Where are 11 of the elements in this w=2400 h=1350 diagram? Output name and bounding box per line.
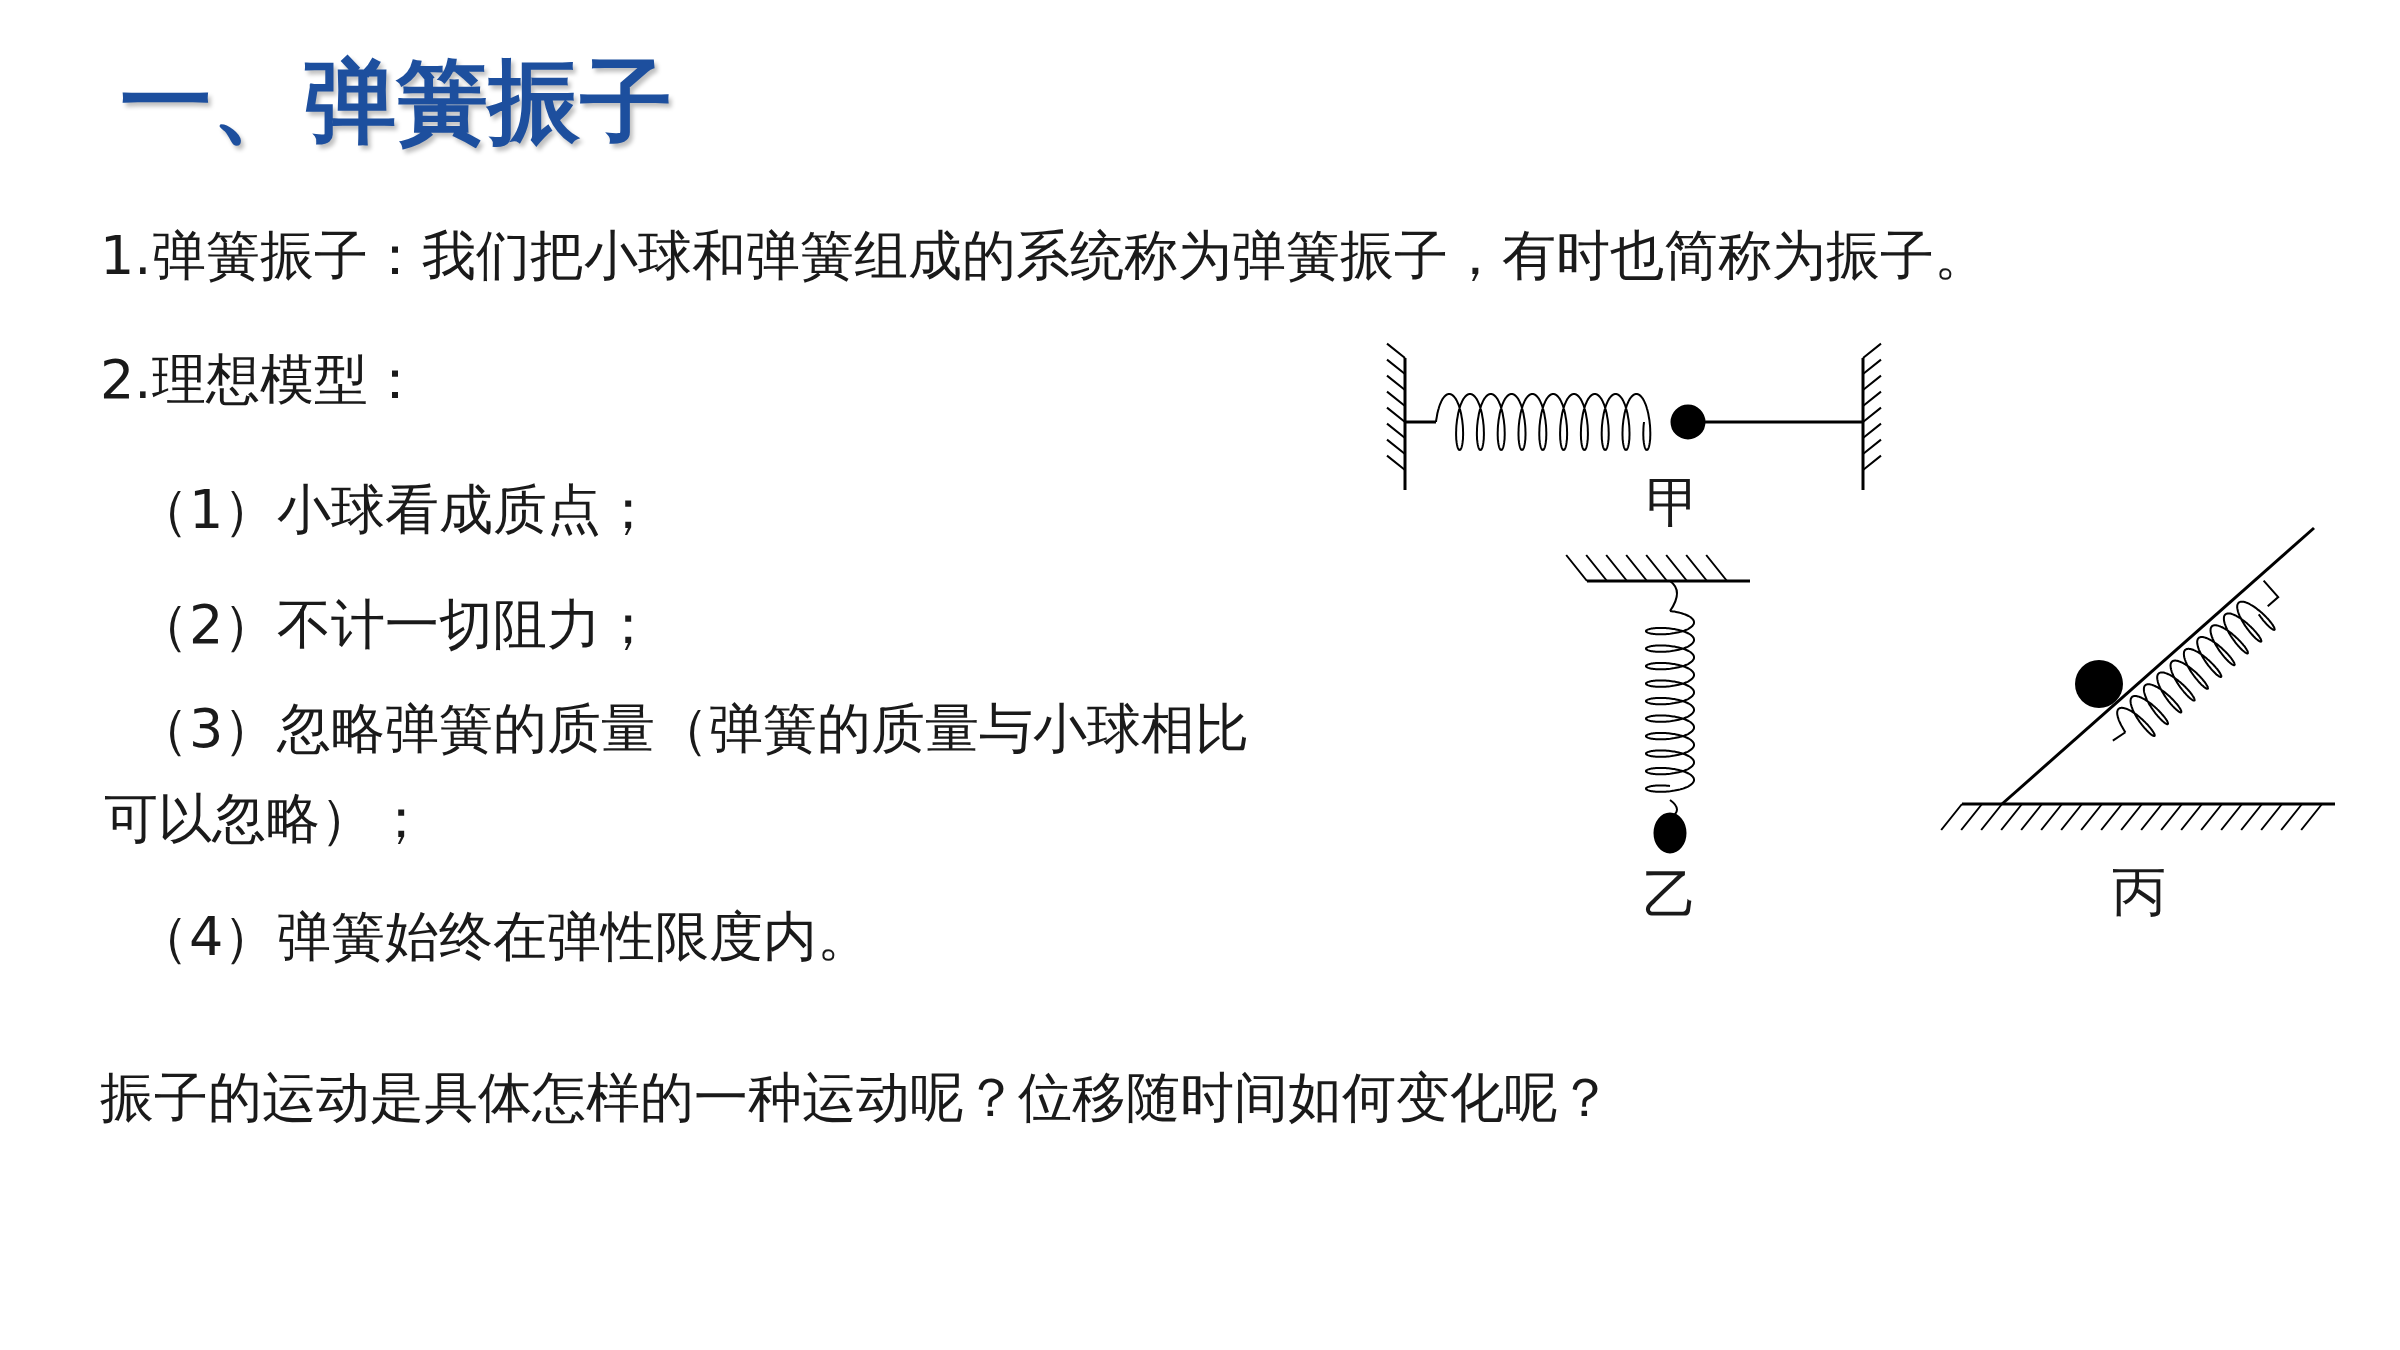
list-item: （2）不计一切阻力； [134, 592, 656, 658]
figure-label: 丙 [2112, 859, 2166, 925]
definition-text: 1.弹簧振子：我们把小球和弹簧组成的系统称为弹簧振子，有时也简称为振子。 [100, 223, 1988, 289]
question-text: 振子的运动是具体怎样的一种运动呢？位移随时间如何变化呢？ [100, 1065, 1612, 1131]
list-item: （1）小球看成质点； [134, 477, 656, 543]
list-item: （4）弹簧始终在弹性限度内。 [134, 904, 872, 970]
heading-text: 2.理想模型： [100, 347, 422, 413]
slide-title: 一、弹簧振子 [120, 47, 672, 157]
figure-label: 甲 [1646, 470, 1700, 536]
list-item: （3）忽略弹簧的质量（弹簧的质量与小球相比可以忽略）； [104, 696, 1251, 852]
figure-label: 乙 [1643, 862, 1697, 928]
